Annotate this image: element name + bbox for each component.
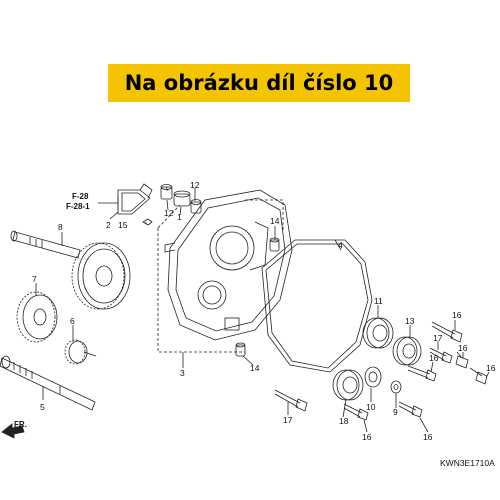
part-label-12a: 12 [164,208,174,218]
part-label-10: 10 [366,402,376,412]
part-label-14a: 14 [270,216,280,226]
part-label-4: 4 [338,240,343,250]
gasket [261,239,373,373]
title-banner: Na obrázku díl číslo 10 [108,64,410,102]
oil-seal-10 [364,366,382,388]
bolt-16-b [455,351,469,369]
assembly-outline [157,199,284,353]
bolt-16-e [398,401,423,418]
part-label-15: 15 [118,220,128,230]
part-label-5: 5 [40,402,45,412]
ref-label-f28: F-28 [72,192,89,201]
part-label-11: 11 [374,296,383,306]
part-label-2: 2 [106,220,111,230]
bushing-right [190,199,202,214]
front-label: FR. [14,420,27,429]
drive-gear [16,291,58,343]
part-label-16d: 16 [486,363,496,373]
bearing-11 [362,317,394,349]
part-label-18: 18 [339,416,349,426]
part-label-16b: 16 [458,343,468,353]
case-cover [164,189,293,341]
breather-hose [117,183,153,215]
front-direction-icon [1,423,25,439]
part-label-16c: 16 [429,353,439,363]
drawing-code: KWN3E1710A [440,458,495,468]
part-labels: F-28 F-28-1 2 15 12 1 12 8 7 6 5 3 4 14 … [14,180,496,468]
bushing-left [160,184,173,200]
clip [142,218,153,226]
final-shaft [0,355,96,411]
dowel-pin-lower [235,342,246,357]
part-label-3: 3 [180,368,185,378]
ref-label-f281: F-28-1 [66,202,90,211]
dowel-pin-upper [269,237,280,252]
part-label-12b: 12 [190,180,200,190]
title-text: Na obrázku díl číslo 10 [124,71,394,95]
bolt-17-a [429,347,453,364]
part-label-16a: 16 [452,310,462,320]
washer-9 [390,380,402,394]
bolt-16-f [343,403,369,421]
part-label-16f: 16 [423,432,433,442]
bolt-16-c [407,365,437,382]
part-label-9: 9 [393,407,398,417]
part-label-7: 7 [32,274,37,284]
part-label-17b: 17 [283,415,293,425]
bearing-13 [392,336,422,366]
bolt-17-b [274,389,308,412]
part-label-16e: 16 [362,432,372,442]
bolt-16-d [469,367,488,385]
part-label-13: 13 [405,316,415,326]
small-gear [64,339,97,365]
part-label-1: 1 [177,212,182,222]
counter-shaft [10,230,131,310]
part-label-17a: 17 [433,333,443,343]
reference-bracket [98,196,119,210]
part-label-8: 8 [58,222,63,232]
part-label-14b: 14 [250,363,260,373]
part-label-6: 6 [70,316,75,326]
bearing-18 [332,369,364,401]
bolt-16-a [431,321,463,343]
leader-lines [35,186,490,433]
collar [173,190,191,207]
